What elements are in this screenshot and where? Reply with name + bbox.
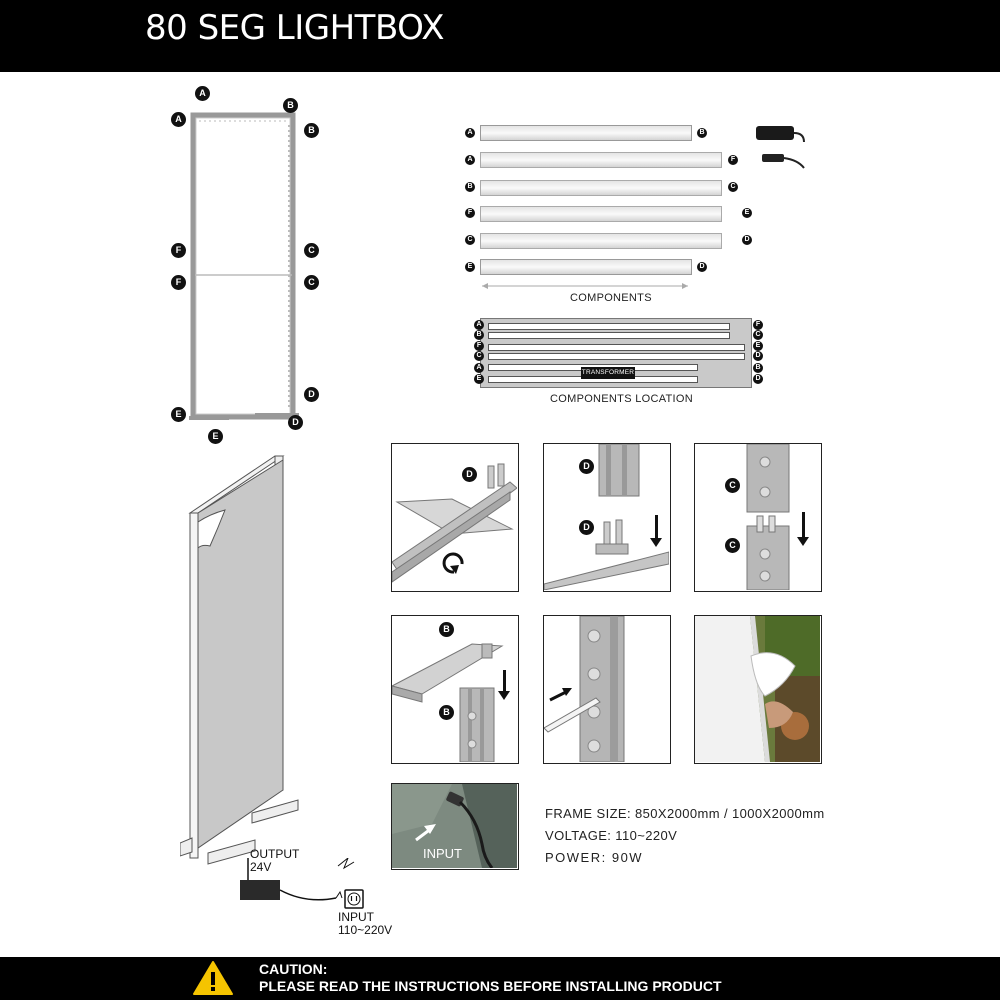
component-profile-4 <box>480 206 722 222</box>
input-photo-panel <box>391 783 519 870</box>
location-marker-left-2: B <box>474 330 484 340</box>
step-2-down-arrow <box>650 515 662 547</box>
step-3-down-arrow <box>797 512 809 546</box>
component-marker-right-2: F <box>728 155 738 165</box>
step-5-panel <box>543 615 671 764</box>
lightbox-fabric-illustration <box>180 455 299 865</box>
step-6-photo-panel <box>694 615 822 764</box>
component-profile-5 <box>480 233 722 249</box>
power-supply-illustration <box>240 858 364 909</box>
frame-marker-e-bottom: E <box>208 429 223 444</box>
step-6-photo-illustration <box>695 616 820 762</box>
component-marker-left-1: A <box>465 128 475 138</box>
location-marker-right-4: D <box>753 351 763 361</box>
transformer-label: TRANSFORMER <box>581 367 635 379</box>
location-marker-left-4: C <box>474 351 484 361</box>
location-marker-right-6: D <box>753 374 763 384</box>
step-4-marker-top: B <box>439 622 454 637</box>
transformer-icon <box>756 126 805 169</box>
spec-power: POWER: 90W <box>545 850 644 865</box>
component-marker-left-4: F <box>465 208 475 218</box>
location-marker-right-3: E <box>753 341 763 351</box>
location-marker-left-5: A <box>474 363 484 373</box>
components-caption: COMPONENTS <box>570 292 652 304</box>
components-dimension-line <box>482 283 688 289</box>
components-location-caption: COMPONENTS LOCATION <box>550 393 694 405</box>
location-marker-right-2: C <box>753 330 763 340</box>
component-marker-left-6: E <box>465 262 475 272</box>
location-marker-right-5: B <box>753 363 763 373</box>
component-marker-left-5: C <box>465 235 475 245</box>
step-4-marker-bottom: B <box>439 705 454 720</box>
frame-marker-b-top: B <box>283 98 298 113</box>
step-3-marker-top: C <box>725 478 740 493</box>
component-profile-6 <box>480 259 692 275</box>
step-4-down-arrow <box>498 670 510 700</box>
page-title: 80 SEG LIGHTBOX <box>145 8 445 48</box>
location-profile-4 <box>488 353 745 360</box>
location-marker-left-3: F <box>474 341 484 351</box>
spec-frame-size: FRAME SIZE: 850X2000mm / 1000X2000mm <box>545 806 825 821</box>
step-1-marker: D <box>462 467 477 482</box>
step-5-illustration <box>543 615 625 763</box>
location-profile-3 <box>488 344 745 351</box>
frame-marker-f-lower: F <box>171 275 186 290</box>
frame-marker-d-right: D <box>304 387 319 402</box>
step-2-illustration <box>543 443 670 591</box>
frame-diagram <box>189 112 299 420</box>
location-marker-left-6: E <box>474 374 484 384</box>
component-marker-left-3: B <box>465 182 475 192</box>
frame-marker-c-upper: C <box>304 243 319 258</box>
step-3-panel <box>694 443 822 592</box>
component-marker-right-4: E <box>742 208 752 218</box>
component-marker-right-3: C <box>728 182 738 192</box>
step-1-panel <box>391 443 519 592</box>
spec-voltage: VOLTAGE: 110~220V <box>545 828 678 843</box>
component-marker-right-1: B <box>697 128 707 138</box>
frame-marker-a-top: A <box>195 86 210 101</box>
frame-marker-e-left: E <box>171 407 186 422</box>
step-2-panel <box>543 443 671 592</box>
footer-bar <box>0 957 1000 1000</box>
caution-title: CAUTION: <box>259 961 328 977</box>
component-profile-1 <box>480 125 692 141</box>
component-profile-3 <box>480 180 722 196</box>
step-4-panel <box>390 615 519 764</box>
step-4-illustration <box>390 643 504 763</box>
caution-text: PLEASE READ THE INSTRUCTIONS BEFORE INST… <box>259 978 722 994</box>
frame-marker-f-upper: F <box>171 243 186 258</box>
frame-marker-c-lower: C <box>304 275 319 290</box>
step-3-marker-bottom: C <box>725 538 740 553</box>
warning-icon <box>193 961 233 995</box>
input-photo-illustration <box>392 784 517 869</box>
frame-marker-b-right: B <box>304 123 319 138</box>
location-marker-right-1: F <box>753 320 763 330</box>
location-marker-left-1: A <box>474 320 484 330</box>
input-photo-label: INPUT <box>423 846 462 861</box>
frame-marker-d-bottom: D <box>288 415 303 430</box>
component-profile-2 <box>480 152 722 168</box>
component-marker-left-2: A <box>465 155 475 165</box>
step-3-illustration <box>746 443 790 591</box>
component-marker-right-5: D <box>742 235 752 245</box>
step-1-illustration <box>391 463 518 583</box>
step-2-marker-top: D <box>579 459 594 474</box>
frame-marker-a-left: A <box>171 112 186 127</box>
step-2-marker-bottom: D <box>579 520 594 535</box>
header-bar <box>0 0 1000 72</box>
location-profile-2 <box>488 332 730 339</box>
location-profile-1 <box>488 323 730 330</box>
component-marker-right-6: D <box>697 262 707 272</box>
